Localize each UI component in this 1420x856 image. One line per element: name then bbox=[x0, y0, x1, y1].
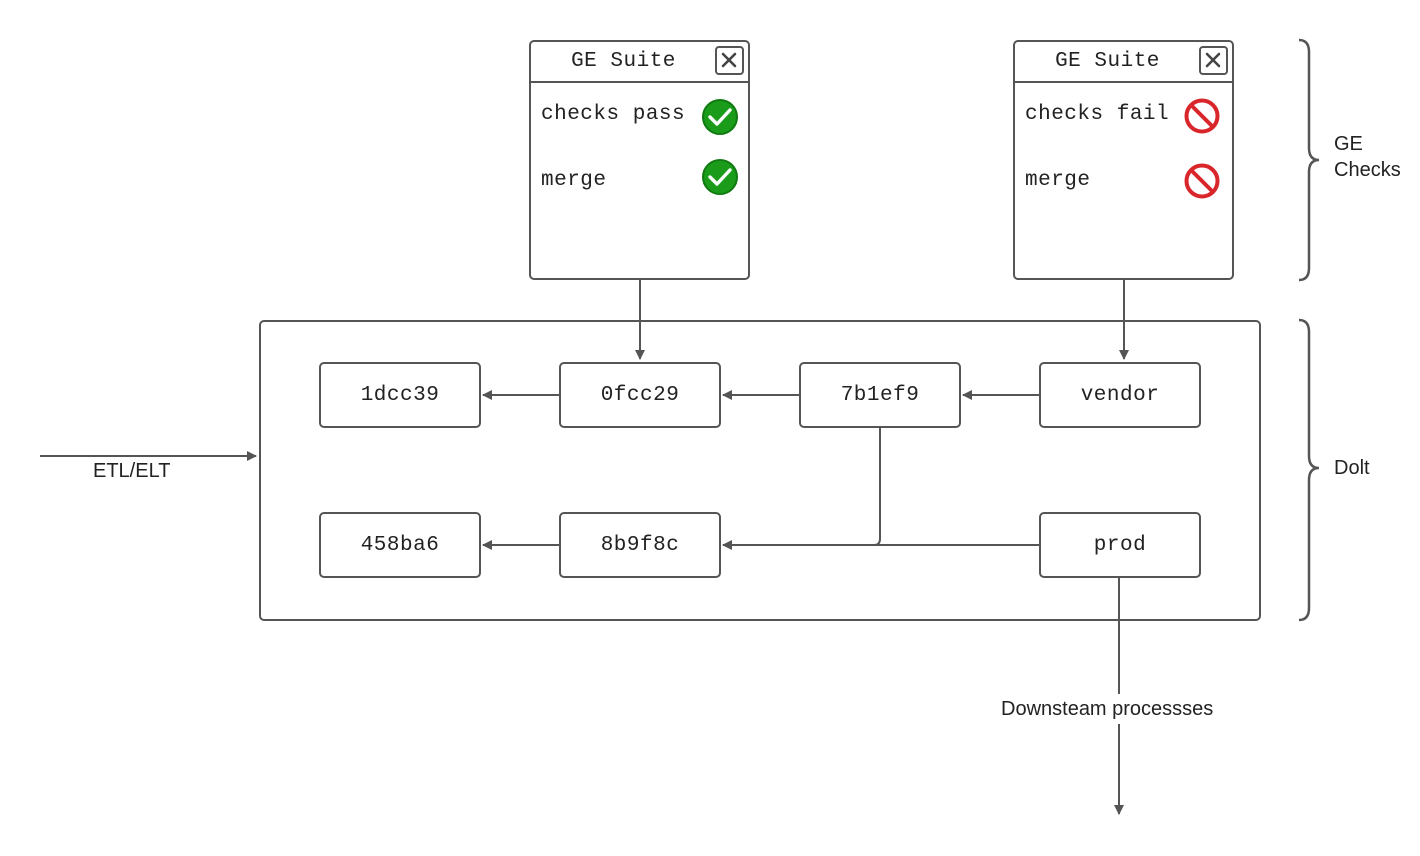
prohibited-icon bbox=[1184, 163, 1220, 199]
merge-label: merge bbox=[541, 169, 607, 192]
curly-brace-icon bbox=[1298, 38, 1320, 282]
ge-checks-label: GE Checks bbox=[1334, 131, 1401, 183]
etl-label: ETL/ELT bbox=[93, 460, 171, 482]
commit-node-0fcc29[interactable]: 0fcc29 bbox=[559, 362, 721, 428]
commit-node-7b1ef9[interactable]: 7b1ef9 bbox=[799, 362, 961, 428]
commit-node-1dcc39[interactable]: 1dcc39 bbox=[319, 362, 481, 428]
ge-checks-label-line2: Checks bbox=[1334, 159, 1401, 181]
check-circle-icon bbox=[702, 159, 738, 195]
branch-node-vendor[interactable]: vendor bbox=[1039, 362, 1201, 428]
commit-node-8b9f8c[interactable]: 8b9f8c bbox=[559, 512, 721, 578]
ge-checks-label-line1: GE bbox=[1334, 133, 1363, 155]
curly-brace-icon bbox=[1298, 318, 1320, 622]
close-icon bbox=[1205, 52, 1221, 68]
dolt-label: Dolt bbox=[1334, 457, 1370, 479]
close-icon bbox=[721, 52, 737, 68]
checks-label: checks pass bbox=[541, 103, 686, 126]
window-title: GE Suite bbox=[1055, 50, 1160, 73]
ge-suite-window-fail: GE Suite checks fail merge bbox=[1013, 40, 1234, 280]
window-title-bar: GE Suite bbox=[1015, 42, 1232, 83]
checks-label: checks fail bbox=[1025, 103, 1170, 126]
close-button[interactable] bbox=[1199, 46, 1228, 75]
window-title-bar: GE Suite bbox=[531, 42, 748, 83]
commit-node-458ba6[interactable]: 458ba6 bbox=[319, 512, 481, 578]
check-circle-icon bbox=[702, 99, 738, 135]
window-title: GE Suite bbox=[571, 50, 676, 73]
merge-label: merge bbox=[1025, 169, 1091, 192]
branch-node-prod[interactable]: prod bbox=[1039, 512, 1201, 578]
edge-7b1ef9-branch bbox=[873, 428, 881, 546]
ge-suite-window-pass: GE Suite checks pass merge bbox=[529, 40, 750, 280]
close-button[interactable] bbox=[715, 46, 744, 75]
prohibited-icon bbox=[1184, 98, 1220, 134]
downstream-label: Downsteam processses bbox=[1001, 698, 1214, 720]
dolt-repository-box bbox=[259, 320, 1261, 621]
